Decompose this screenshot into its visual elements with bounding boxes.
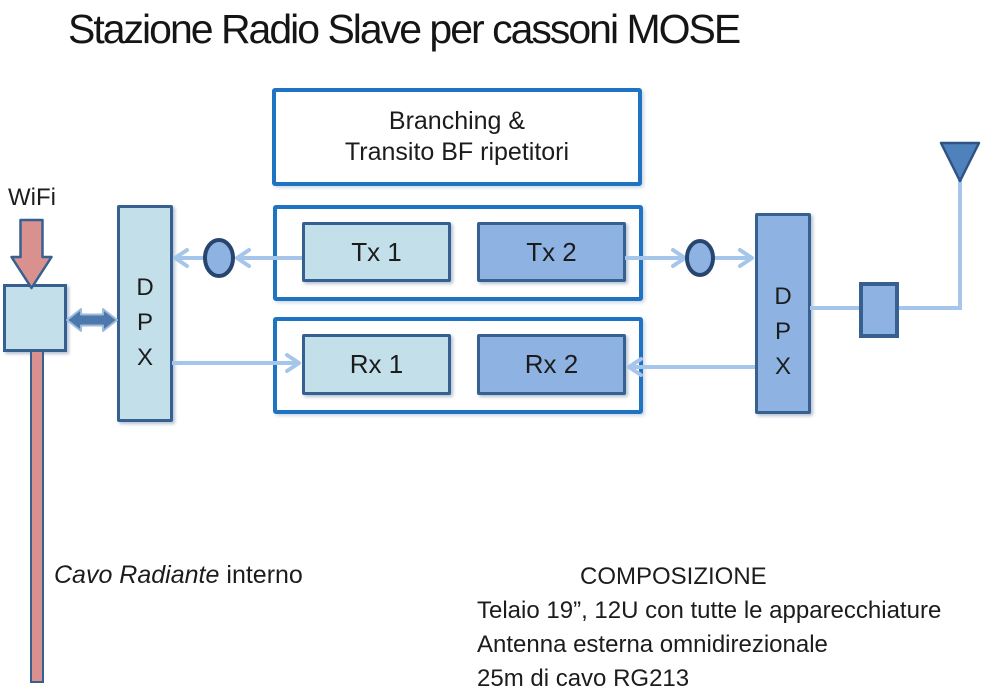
double-headed-arrow-icon bbox=[66, 308, 118, 332]
cavo-radiante-italic: Cavo Radiante bbox=[54, 561, 220, 589]
composition-block: COMPOSIZIONE Telaio 19”, 12U con tutte l… bbox=[477, 560, 982, 687]
isolator-oval-left bbox=[203, 238, 235, 278]
arrowhead-right-icon bbox=[671, 248, 687, 268]
tx2-box: Tx 2 bbox=[477, 222, 626, 282]
composition-line: 25m di cavo RG213 bbox=[477, 665, 690, 687]
page-title: Stazione Radio Slave per cassoni MOSE bbox=[68, 6, 741, 52]
branching-line1: Branching & bbox=[388, 107, 526, 135]
wifi-access-point-box bbox=[3, 284, 67, 352]
arrowhead-left-icon bbox=[235, 248, 251, 268]
wifi-down-arrow-icon bbox=[10, 218, 53, 290]
rx2-box: Rx 2 bbox=[477, 334, 626, 395]
tx1-box: Tx 1 bbox=[302, 222, 451, 282]
antenna-triangle-icon bbox=[939, 141, 981, 183]
wifi-label: WiFi bbox=[8, 184, 56, 211]
arrowhead-left-icon bbox=[173, 248, 189, 268]
radiating-cable bbox=[30, 350, 44, 683]
dpx-right-box: D P X bbox=[755, 213, 811, 414]
coupler-box bbox=[859, 282, 899, 338]
composition-heading: COMPOSIZIONE bbox=[580, 563, 767, 590]
branching-box: Branching & Transito BF ripetitori bbox=[272, 88, 642, 186]
composition-line: Antenna esterna omnidirezionale bbox=[477, 631, 828, 658]
dpx-left-box: D P X bbox=[117, 205, 173, 422]
antenna-feed-line bbox=[810, 180, 962, 310]
cavo-radiante-normal: interno bbox=[226, 561, 303, 589]
branching-line2: Transito BF ripetitori bbox=[344, 138, 570, 166]
isolator-oval-right bbox=[685, 239, 715, 277]
arrowhead-right-icon bbox=[738, 248, 754, 268]
composition-line: Telaio 19”, 12U con tutte le apparecchia… bbox=[477, 597, 942, 624]
rx1-box: Rx 1 bbox=[302, 334, 451, 395]
